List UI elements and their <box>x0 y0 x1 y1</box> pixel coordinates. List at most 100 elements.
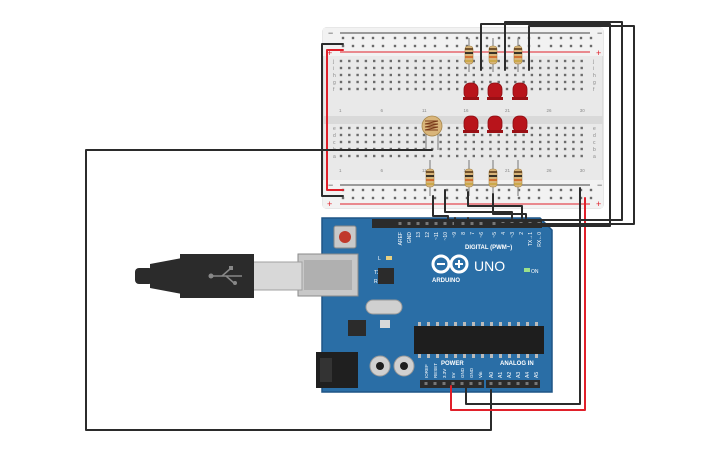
breadboard-hole <box>414 126 417 130</box>
power-header-pin[interactable] <box>469 382 473 385</box>
rail-hole <box>351 44 355 48</box>
rail-minus-sign-bottom: − <box>597 180 602 190</box>
analog-header-pin[interactable] <box>525 382 529 385</box>
header-pin[interactable] <box>470 222 474 225</box>
wire-left-power-rail[interactable] <box>326 49 344 191</box>
breadboard-hole <box>397 66 401 70</box>
breadboard-hole <box>431 140 434 144</box>
photoresistor[interactable] <box>421 115 443 150</box>
breadboard-hole <box>414 73 417 77</box>
breadboard-hole <box>539 154 542 158</box>
wire-5v-to-rail[interactable] <box>450 197 586 411</box>
row-letter: a <box>333 154 336 160</box>
breadboard-hole <box>422 133 426 137</box>
wire-left-ground-rail[interactable] <box>321 43 344 197</box>
breadboard-hole <box>373 140 376 144</box>
bottom-led-2[interactable] <box>487 115 503 133</box>
breadboard-hole <box>439 147 442 151</box>
breadboard-hole <box>431 87 434 91</box>
breadboard-hole <box>464 140 467 144</box>
digital-pin-label: 13 <box>416 232 422 238</box>
breadboard-components <box>421 38 528 196</box>
breadboard-hole <box>339 66 343 70</box>
chip-pin <box>445 354 448 358</box>
power-header-pin[interactable] <box>433 382 437 385</box>
power-header-pin[interactable] <box>424 382 428 385</box>
rail-hole <box>351 36 355 40</box>
bottom-resistor-1[interactable] <box>464 160 474 196</box>
header-pin[interactable] <box>492 222 496 225</box>
breadboard-hole <box>397 59 401 63</box>
rail-hole <box>351 196 355 200</box>
breadboard-hole <box>397 140 401 144</box>
header-pin[interactable] <box>398 222 402 225</box>
header-pin[interactable] <box>461 222 465 225</box>
wire-ldr-to-a0[interactable] <box>85 149 492 431</box>
bottom-led-3[interactable] <box>512 115 528 133</box>
rail-hole <box>445 196 449 200</box>
analog-header-pin[interactable] <box>498 382 502 385</box>
top-resistor-2[interactable] <box>488 38 498 72</box>
analog-header-pin[interactable] <box>516 382 520 385</box>
power-header-pin[interactable] <box>451 382 455 385</box>
header-pin[interactable] <box>479 222 483 225</box>
wire-ldr-divider[interactable] <box>432 195 449 221</box>
power-header-pin[interactable] <box>442 382 446 385</box>
top-led-2[interactable] <box>487 82 503 100</box>
analog-header-pin[interactable] <box>534 382 538 385</box>
breadboard-hole <box>397 133 401 137</box>
bottom-resistor-3[interactable] <box>513 160 523 196</box>
breadboard-hole <box>456 66 459 70</box>
top-resistor-3[interactable] <box>513 38 523 72</box>
breadboard-hole <box>464 154 467 158</box>
top-led-3[interactable] <box>512 82 528 100</box>
breadboard-hole <box>489 80 492 84</box>
analog-header-pin[interactable] <box>507 382 511 385</box>
breadboard-hole <box>373 133 376 137</box>
power-header-pin[interactable] <box>478 382 482 385</box>
breadboard-hole <box>563 126 567 130</box>
wire-led-2-to-pin[interactable] <box>467 21 623 221</box>
header-pin[interactable] <box>425 222 429 225</box>
rail-hole <box>371 36 375 40</box>
ldr-resistor[interactable] <box>425 160 435 196</box>
digital-pin-label: ~5 <box>492 232 498 238</box>
header-pin[interactable] <box>416 222 420 225</box>
usb-strain-relief <box>150 258 182 294</box>
breadboard-hole <box>381 140 384 144</box>
power-pin-label: 3.3V <box>442 369 447 378</box>
power-header-pin[interactable] <box>460 382 464 385</box>
header-pin[interactable] <box>434 222 438 225</box>
breadboard-hole <box>356 126 359 130</box>
row-letter: g <box>593 80 596 86</box>
bottom-resistor-2[interactable] <box>488 160 498 196</box>
header-pin[interactable] <box>443 222 447 225</box>
rail-hole <box>423 36 427 40</box>
breadboard-hole <box>497 147 500 151</box>
top-resistor-1[interactable] <box>464 38 474 72</box>
power-jack-slot <box>320 358 332 382</box>
wire-led-3-to-pin[interactable] <box>499 25 635 225</box>
analog-header-pin[interactable] <box>489 382 493 385</box>
wire-resistor-to-pin-b[interactable] <box>467 191 523 219</box>
reset-button[interactable] <box>339 231 351 243</box>
bottom-led-1[interactable] <box>463 115 479 133</box>
rail-hole <box>393 188 397 192</box>
breadboard-hole <box>381 66 384 70</box>
breadboard-hole <box>381 133 384 137</box>
usb-cable[interactable] <box>135 254 303 298</box>
wire-resistor-to-pin-c[interactable] <box>492 193 527 219</box>
breadboard-hole <box>497 59 500 63</box>
wire-gnd-to-rail[interactable] <box>465 187 581 405</box>
breadboard-hole <box>530 73 534 77</box>
header-pin[interactable] <box>407 222 411 225</box>
rail-minus-sign-top: − <box>597 28 602 38</box>
breadboard-hole <box>464 133 467 137</box>
wire-led-1-to-pin[interactable] <box>454 23 611 227</box>
top-led-1[interactable] <box>463 82 479 100</box>
chip-pin <box>427 354 430 358</box>
